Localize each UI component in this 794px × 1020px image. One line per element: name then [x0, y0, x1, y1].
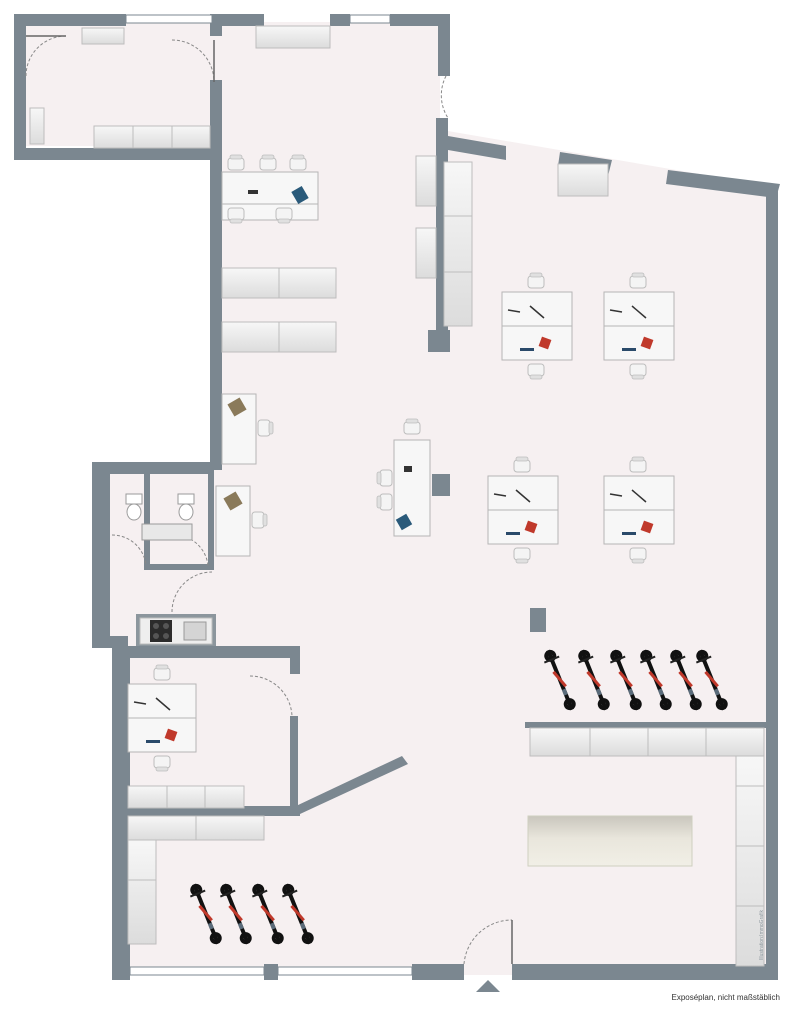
- counter: [527, 815, 693, 867]
- toilets: [125, 493, 195, 541]
- plan-caption: Exposéplan, nicht maßstäblich: [671, 993, 781, 1002]
- walls: [14, 14, 780, 980]
- windows: [125, 14, 413, 976]
- entrance-arrow-icon: [476, 980, 500, 992]
- kitchenette: [139, 617, 213, 645]
- desk-equipment: [133, 185, 654, 743]
- cabinet-dividers: [128, 126, 764, 907]
- door-panels: [26, 35, 513, 964]
- cabinets: [29, 25, 765, 967]
- illustration-credit: Illustration:ImmoGrafik: [759, 909, 765, 960]
